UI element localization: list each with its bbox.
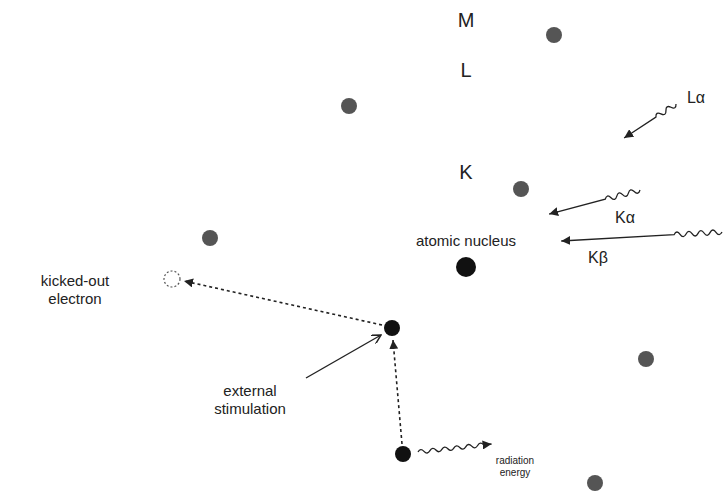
annotation-label: atomic nucleus [416,232,516,250]
transition-arrow [393,340,402,444]
shell-name: M [455,9,478,31]
stimulation-arrow [306,335,381,378]
electron-moving [395,446,411,462]
shell-ellipse [370,172,562,362]
shell-outline [208,20,724,501]
electron [546,27,562,43]
radiation-wave [418,442,492,454]
annotation-label: kicked-out electron [27,272,123,308]
electron [202,230,218,246]
annotation-label: radiation energy [487,455,543,479]
electron-vacancy [384,320,400,336]
l-alpha-wave [623,102,678,140]
nucleus-dot [456,257,476,277]
shell-name: L [457,59,474,81]
annotation-label: Kβ [588,248,608,267]
electron [638,351,654,367]
annotation-label: Lα [687,88,705,107]
electron-shell: K [370,172,562,362]
annotation-label: external stimulation [198,382,302,418]
shell-ellipse [262,70,670,464]
ejection-arrow [184,281,382,325]
shell-name: K [456,161,475,183]
shell-outline [370,172,562,362]
electron [587,475,603,491]
annotation-label: Kα [615,208,635,227]
electron-shell: LK [262,70,670,464]
k-beta-wave [561,230,722,244]
electron [341,98,357,114]
shell-ellipse [208,20,724,501]
electron-shell: MLK [208,20,724,501]
shell-outline [262,70,670,464]
electron [513,181,529,197]
ejected-electron [164,271,180,287]
